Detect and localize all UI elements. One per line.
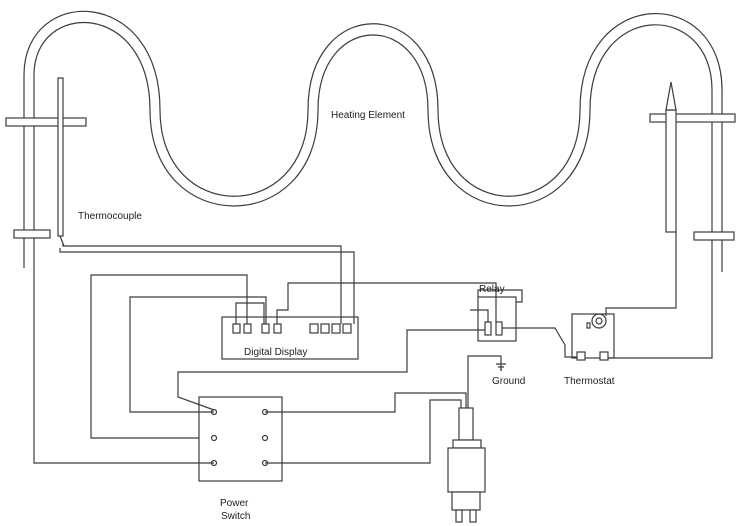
heating-element-label: Heating Element — [331, 110, 405, 121]
thermostat-label: Thermostat — [564, 376, 615, 387]
display-terminal — [309, 323, 319, 334]
wiring — [33, 232, 713, 464]
relay-label: Relay — [479, 284, 505, 295]
relay-terminal — [484, 321, 492, 336]
heating-element — [23, 10, 723, 272]
display-terminal — [232, 323, 241, 334]
power-switch-label-line1: Power — [220, 498, 249, 509]
relay-terminal — [495, 321, 503, 336]
thermostat-probe-tip — [665, 81, 677, 111]
thermostat-terminal — [599, 351, 609, 361]
display-terminal — [342, 323, 352, 334]
left-flange — [13, 229, 51, 239]
plug-prong — [469, 509, 477, 523]
thermostat — [571, 313, 615, 361]
thermocouple-probe — [57, 77, 64, 237]
display-terminal — [243, 323, 252, 334]
display-terminal — [273, 323, 282, 334]
power-plug — [447, 407, 486, 523]
display-terminal — [331, 323, 341, 334]
ground-symbol — [496, 363, 506, 371]
thermostat-dial — [591, 313, 607, 329]
digital-display — [221, 316, 359, 360]
right-flange — [693, 231, 735, 241]
thermocouple-label: Thermocouple — [78, 211, 142, 222]
thermostat-terminal — [576, 351, 586, 361]
power-switch-label-line2: Switch — [221, 511, 250, 522]
display-terminal — [261, 323, 270, 334]
relay — [477, 296, 517, 342]
display-terminal — [320, 323, 330, 334]
digital-display-label: Digital Display — [244, 347, 307, 358]
ground-label: Ground — [492, 376, 525, 387]
plug-prong — [455, 509, 463, 523]
power-switch — [198, 396, 283, 482]
thermostat-probe — [665, 109, 677, 233]
right-mounting-bracket — [649, 113, 736, 123]
switch-terminal — [210, 434, 218, 442]
left-mounting-bracket — [5, 117, 87, 127]
switch-terminal — [261, 434, 269, 442]
